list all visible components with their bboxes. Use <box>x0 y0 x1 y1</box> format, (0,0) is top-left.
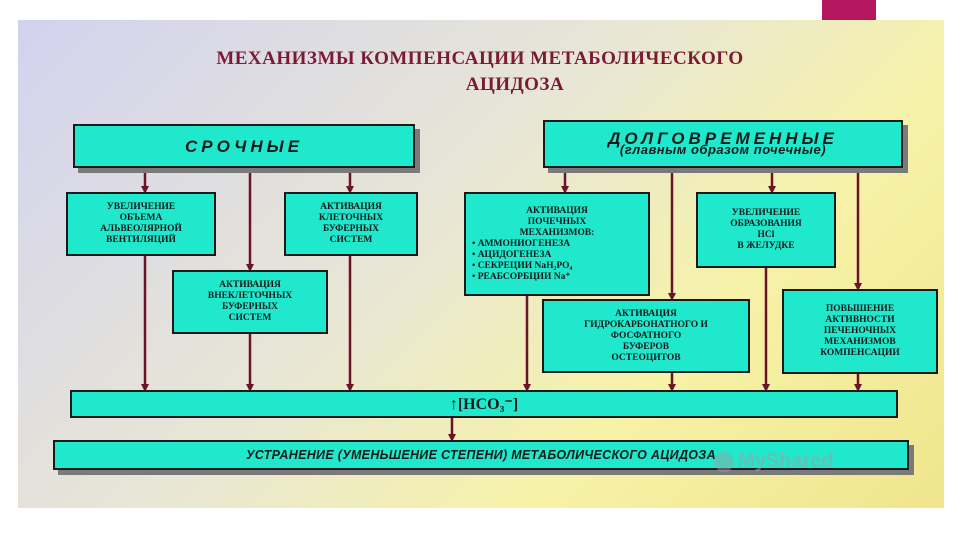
bicarbonate-bar: ↑[HCO₃⁻] <box>70 390 898 418</box>
box-osteocyte-buffers: АКТИВАЦИЯ ГИДРОКАРБОНАТНОГО И ФОСФАТНОГО… <box>542 299 750 373</box>
box-cellular-buffers: АКТИВАЦИЯ КЛЕТОЧНЫХ БУФЕРНЫХ СИСТЕМ <box>284 192 418 256</box>
urgent-header-box: СРОЧНЫЕ <box>73 124 415 168</box>
box-renal-mechanisms: АКТИВАЦИЯ ПОЧЕЧНЫХ МЕХАНИЗМОВ: • АММОНИО… <box>464 192 650 296</box>
box-hcl-stomach: УВЕЛИЧЕНИЕ ОБРАЗОВАНИЯ HCl В ЖЕЛУДКЕ <box>696 192 836 268</box>
renal-item-ammoniogenesis: • АММОНИОГЕНЕЗА <box>472 238 571 249</box>
box-cellular-buffers-text: АКТИВАЦИЯ КЛЕТОЧНЫХ БУФЕРНЫХ СИСТЕМ <box>318 202 384 245</box>
box-renal-mechanisms-title: АКТИВАЦИЯ ПОЧЕЧНЫХ МЕХАНИЗМОВ: <box>519 205 595 238</box>
urgent-header-label: СРОЧНЫЕ <box>185 136 303 156</box>
longterm-header-box: ДОЛГОВРЕМЕННЫЕ (главным образом почечные… <box>543 120 903 168</box>
corner-accent-tab <box>822 0 876 20</box>
box-osteocyte-buffers-text: АКТИВАЦИЯ ГИДРОКАРБОНАТНОГО И ФОСФАТНОГО… <box>584 308 708 363</box>
box-hcl-stomach-text: УВЕЛИЧЕНИЕ ОБРАЗОВАНИЯ HCl В ЖЕЛУДКЕ <box>730 208 802 251</box>
bicarbonate-label: ↑[HCO₃⁻] <box>449 395 519 413</box>
diagram-title-line2: АЦИДОЗА <box>465 74 565 95</box>
box-extracellular-buffers: АКТИВАЦИЯ ВНЕКЛЕТОЧНЫХ БУФЕРНЫХ СИСТЕМ <box>172 270 328 334</box>
watermark-logo-icon <box>714 452 734 472</box>
watermark-text: MyShared <box>738 450 834 472</box>
box-extracellular-buffers-text: АКТИВАЦИЯ ВНЕКЛЕТОЧНЫХ БУФЕРНЫХ СИСТЕМ <box>207 280 293 323</box>
box-alveolar-ventilation: УВЕЛИЧЕНИЕ ОБЪЕМА АЛЬВЕОЛЯРНОЙ ВЕНТИЛЯЦИ… <box>66 192 216 256</box>
box-alveolar-ventilation-text: УВЕЛИЧЕНИЕ ОБЪЕМА АЛЬВЕОЛЯРНОЙ ВЕНТИЛЯЦИ… <box>100 202 182 245</box>
box-liver-mechanisms-text: ПОВЫШЕНИЕ АКТИВНОСТИ ПЕЧЕНОЧНЫХ МЕХАНИЗМ… <box>820 304 900 358</box>
diagram-title-line1: МЕХАНИЗМЫ КОМПЕНСАЦИИ МЕТАБОЛИЧЕСКОГО <box>216 48 744 69</box>
longterm-header-label: ДОЛГОВРЕМЕННЫЕ <box>608 129 838 148</box>
result-box: УСТРАНЕНИЕ (УМЕНЬШЕНИЕ СТЕПЕНИ) МЕТАБОЛИ… <box>53 440 909 470</box>
renal-item-nah2po4-secretion: • СЕКРЕЦИИ NaH₂PO₄ <box>472 260 573 271</box>
box-liver-mechanisms: ПОВЫШЕНИЕ АКТИВНОСТИ ПЕЧЕНОЧНЫХ МЕХАНИЗМ… <box>782 289 938 374</box>
longterm-subheader-label: (главным образом почечные) <box>619 142 827 157</box>
renal-item-na-reabsorption: • РЕАБСОРБЦИИ Na⁺ <box>472 271 571 282</box>
result-label: УСТРАНЕНИЕ (УМЕНЬШЕНИЕ СТЕПЕНИ) МЕТАБОЛИ… <box>246 447 716 462</box>
renal-item-acidogenesis: • АЦИДОГЕНЕЗА <box>472 249 552 260</box>
